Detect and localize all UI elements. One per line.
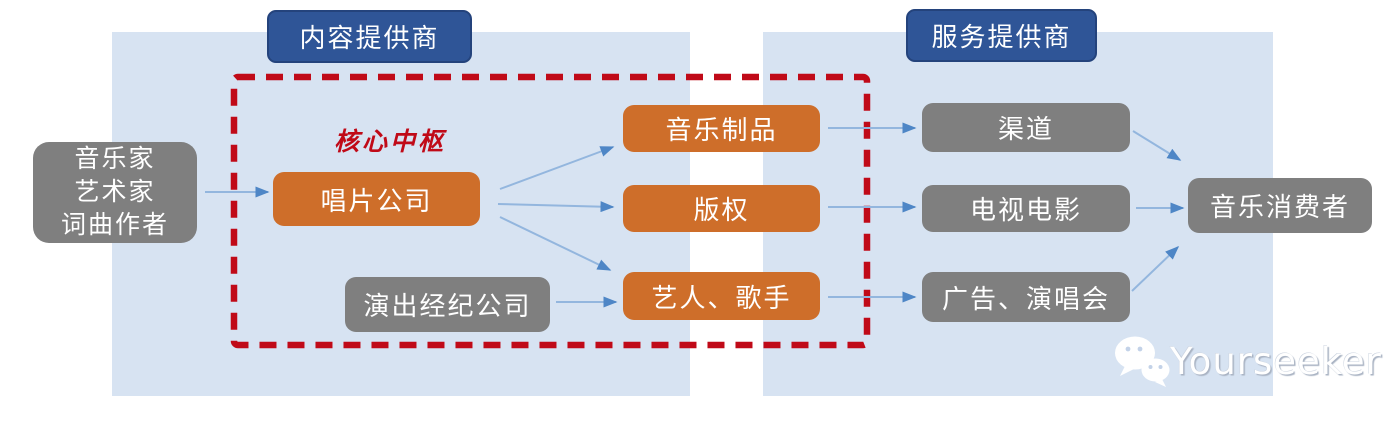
artists-singers-box: 艺人、歌手 <box>623 272 820 320</box>
creators-line-1: 音乐家 <box>74 145 156 173</box>
arrow-record-company-to-artists <box>499 216 612 271</box>
arrow-ads-to-consumers <box>1131 245 1180 292</box>
wechat-icon <box>1115 336 1170 387</box>
watermark-brand: Yourseeker <box>1170 339 1382 383</box>
tv-film-box: 电视电影 <box>922 185 1130 232</box>
music-products-box: 音乐制品 <box>623 105 820 152</box>
creators-box: 音乐家 艺术家 词曲作者 <box>33 142 197 243</box>
channels-box: 渠道 <box>922 103 1130 152</box>
ads-concerts-box: 广告、演唱会 <box>922 272 1130 322</box>
creators-line-2: 艺术家 <box>74 178 156 206</box>
music-consumers-box: 音乐消费者 <box>1188 178 1372 233</box>
service-provider-header: 服务提供商 <box>906 9 1097 62</box>
record-company-box: 唱片公司 <box>273 172 480 226</box>
core-dashed-frame <box>230 73 871 349</box>
copyright-box: 版权 <box>623 185 820 232</box>
arrow-record-company-to-music-products <box>499 146 615 190</box>
performance-agency-box: 演出经纪公司 <box>345 277 550 332</box>
service-provider-label: 服务提供商 <box>931 22 1072 52</box>
content-provider-label: 内容提供商 <box>299 23 440 53</box>
content-provider-header: 内容提供商 <box>267 10 472 63</box>
core-hub-label: 核心中枢 <box>333 128 446 156</box>
creators-line-3: 词曲作者 <box>60 211 169 239</box>
watermark: Yourseeker <box>1112 334 1382 388</box>
arrow-record-company-to-copyright <box>497 201 615 213</box>
arrow-channels-to-consumers <box>1132 130 1182 161</box>
